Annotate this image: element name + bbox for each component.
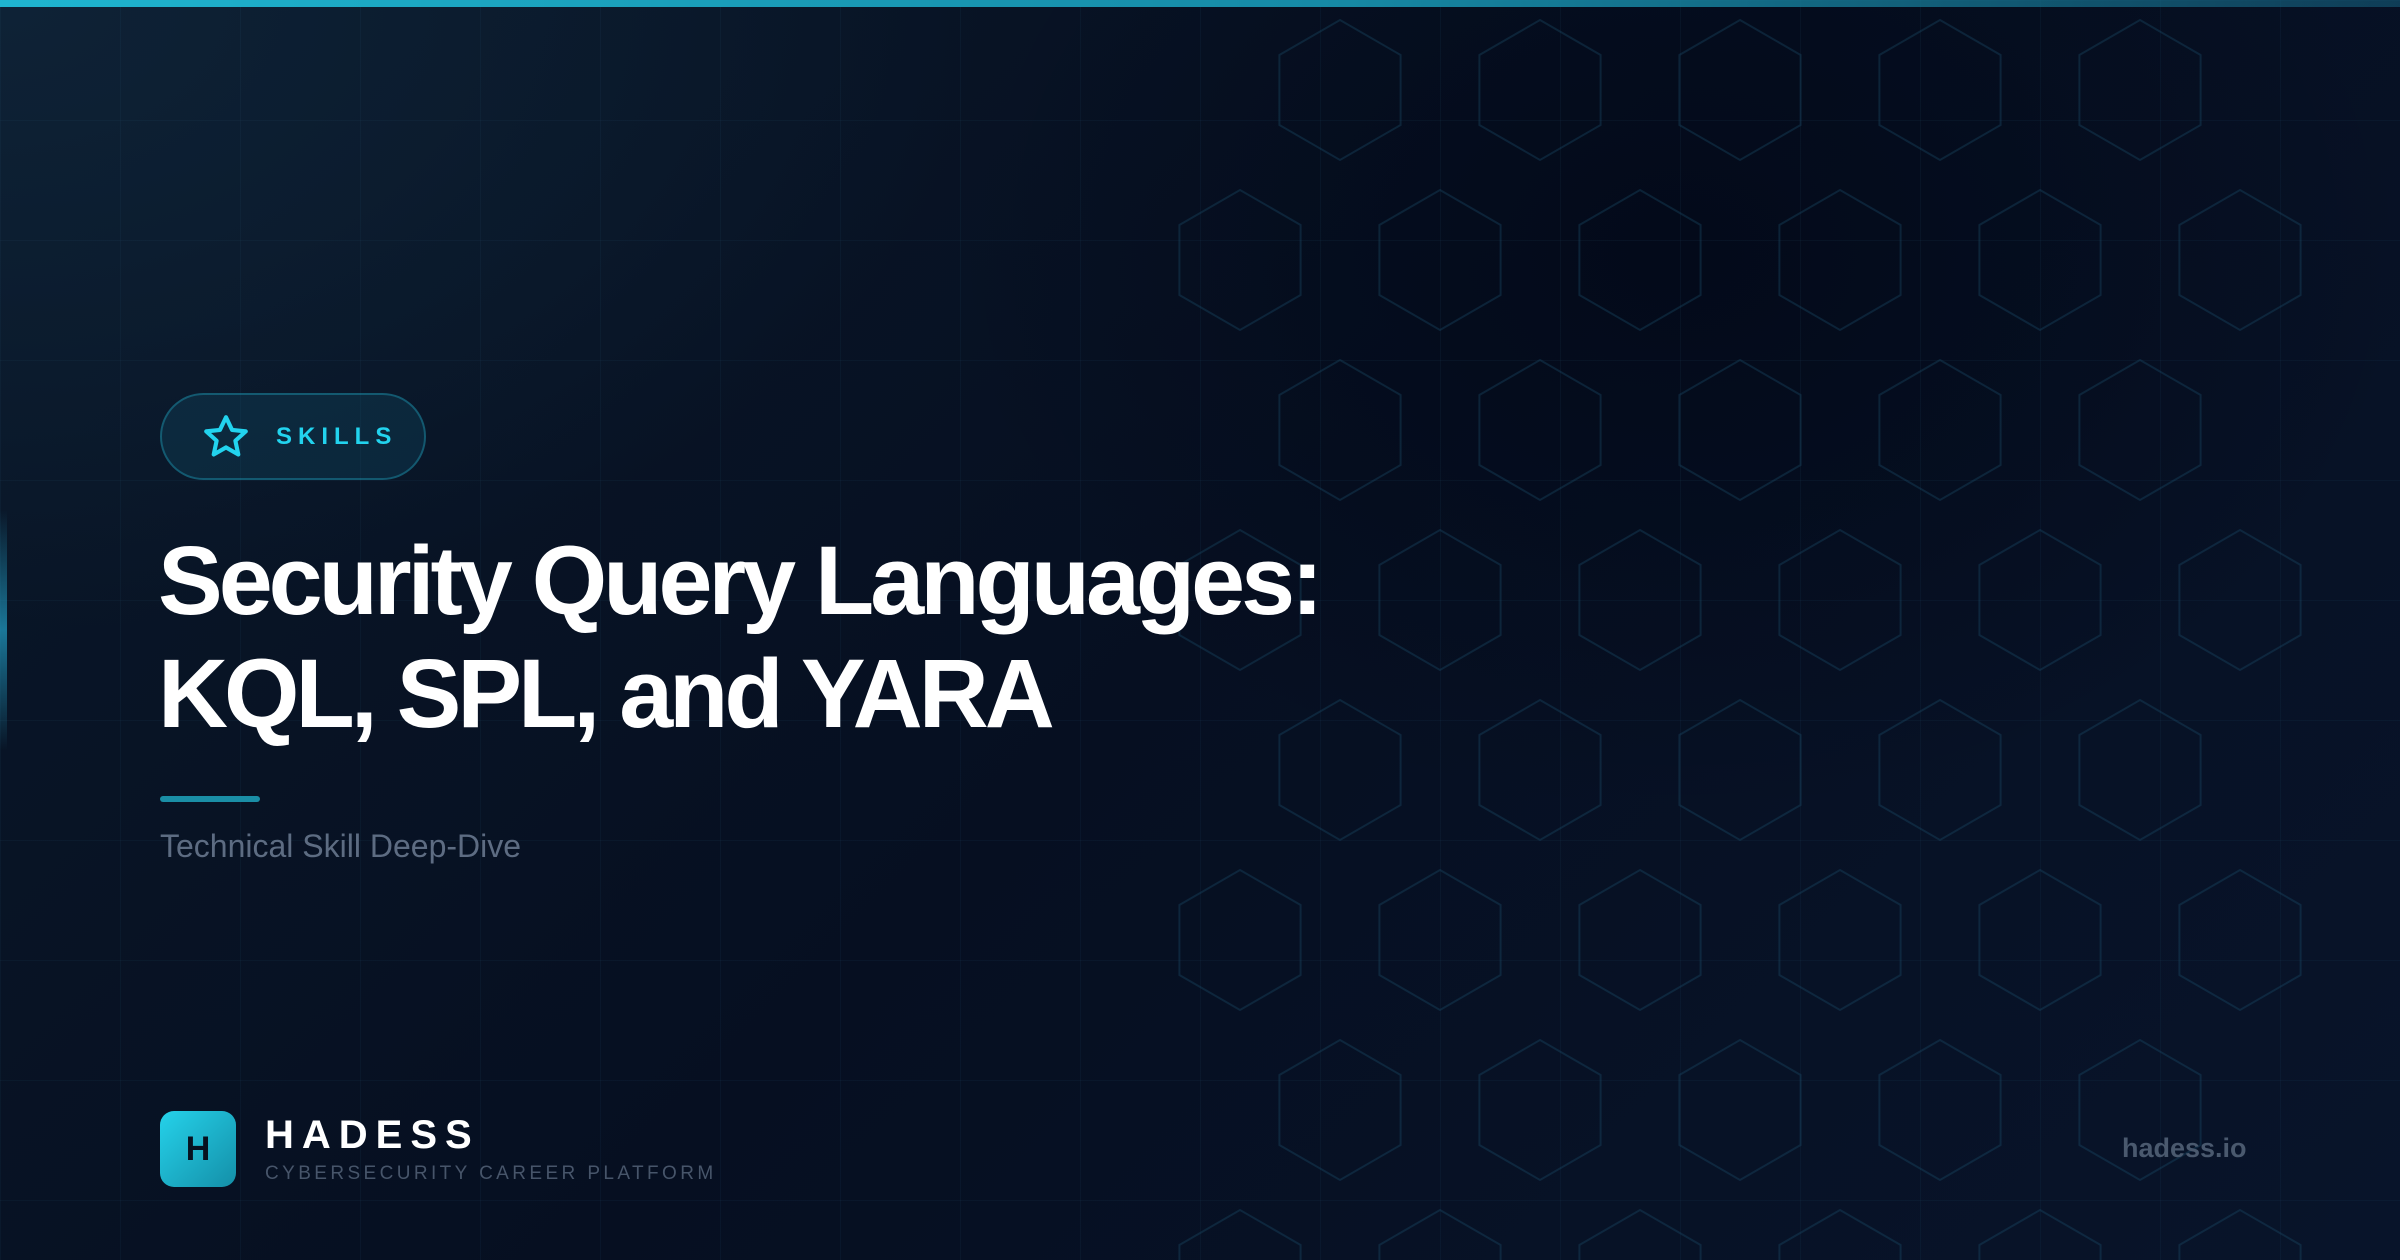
hexagon-shape (1878, 358, 2002, 502)
hexagon-shape (1978, 1208, 2102, 1260)
brand-tagline: CYBERSECURITY CAREER PLATFORM (265, 1163, 717, 1184)
hexagon-shape (2178, 188, 2302, 332)
hexagon-shape (2078, 698, 2202, 842)
hexagon-shape (1678, 698, 1802, 842)
hexagon-shape (1978, 528, 2102, 672)
badge-label: SKILLS (276, 422, 398, 450)
brand-logo: H (160, 1111, 236, 1187)
hexagon-shape (1278, 698, 1402, 842)
hexagon-shape (1678, 18, 1802, 162)
left-edge-glow (0, 510, 7, 750)
title-line-2: KQL, SPL, and YARA (158, 639, 1055, 748)
hexagon-shape (1678, 1038, 1802, 1182)
hexagon-shape (1778, 528, 1902, 672)
hexagon-shape (1278, 358, 1402, 502)
hexagon-shape (1378, 528, 1502, 672)
star-icon (204, 414, 248, 457)
hexagon-shape (1478, 1038, 1602, 1182)
hexagon-shape (1778, 188, 1902, 332)
hexagon-shape (1878, 1038, 2002, 1182)
site-url: hadess.io (2122, 1133, 2247, 1163)
hexagon-shape (1278, 18, 1402, 162)
hexagon-shape (2078, 18, 2202, 162)
hexagon-shape (1478, 358, 1602, 502)
hexagon-shape (2178, 1208, 2302, 1260)
hexagon-shape (1278, 1038, 1402, 1182)
hexagon-shape (1378, 868, 1502, 1012)
title-line-1: Security Query Languages: (158, 526, 1323, 635)
hexagon-shape (1178, 188, 1302, 332)
hexagon-shape (2178, 868, 2302, 1012)
hexagon-shape (1778, 868, 1902, 1012)
hexagon-shape (1178, 868, 1302, 1012)
hexagon-shape (1578, 528, 1702, 672)
hexagon-shape (1678, 358, 1802, 502)
hexagon-shape (1778, 1208, 1902, 1260)
hexagon-shape (1478, 18, 1602, 162)
hexagon-shape (2078, 358, 2202, 502)
hexagon-shape (1178, 528, 1302, 672)
hexagon-shape (1578, 1208, 1702, 1260)
hexagon-shape (1978, 188, 2102, 332)
hexagon-shape (1178, 1208, 1302, 1260)
subtitle: Technical Skill Deep-Dive (160, 828, 522, 864)
category-badge: SKILLS (160, 393, 426, 480)
hexagon-shape (1878, 698, 2002, 842)
hexagon-shape (1578, 188, 1702, 332)
hexagon-shape (1578, 868, 1702, 1012)
hexagon-shape (2178, 528, 2302, 672)
logo-letter: H (185, 1129, 211, 1168)
brand-name: HADESS (265, 1113, 480, 1157)
page-title: Security Query Languages: KQL, SPL, and … (158, 524, 1323, 750)
title-divider (160, 796, 260, 802)
hexagon-shape (1378, 188, 1502, 332)
hexagon-shape (1978, 868, 2102, 1012)
hexagon-shape (1378, 1208, 1502, 1260)
hexagon-shape (1478, 698, 1602, 842)
top-accent-bar (0, 0, 2400, 7)
hexagon-shape (1878, 18, 2002, 162)
hexagon-shape (2078, 1038, 2202, 1182)
